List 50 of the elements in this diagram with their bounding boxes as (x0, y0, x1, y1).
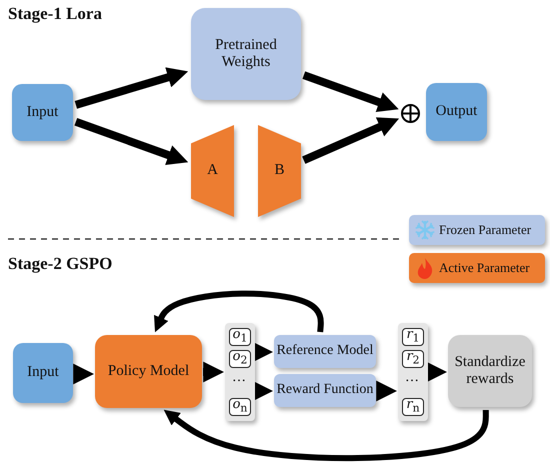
legend-label: Active Parameter (439, 260, 530, 276)
token-column-panel (398, 323, 428, 421)
token-symbol: o$_{2}$ (232, 350, 248, 368)
trapezoid-block (258, 125, 301, 217)
process-box (274, 335, 376, 368)
arrow (203, 362, 224, 382)
process-box (12, 84, 73, 141)
node-label: Reward Function (276, 382, 374, 399)
output-token-box (402, 398, 424, 416)
trapezoid-block (191, 125, 234, 217)
process-box (426, 83, 487, 141)
section-heading: Stage-1 Lora (8, 4, 102, 24)
section-heading: Stage-2 GSPO (8, 254, 112, 274)
arrow (376, 380, 397, 402)
arrow (302, 71, 399, 112)
ellipsis: … (405, 370, 419, 386)
token-symbol: o$_{n}$ (232, 398, 248, 416)
node-label: Output (436, 103, 478, 121)
ellipsis: … (232, 370, 246, 386)
token-symbol: o$_{1}$ (232, 328, 248, 346)
node-label: Input (26, 104, 58, 122)
token-column-panel (225, 323, 255, 421)
output-token-box (402, 350, 424, 368)
legend-label: Frozen Parameter (439, 222, 532, 238)
arrow (426, 362, 447, 382)
node-label: Reference Model (276, 343, 374, 360)
sum-symbol (401, 104, 420, 123)
node-label: A (207, 162, 218, 180)
token-symbol: r$_{1}$ (406, 328, 420, 346)
process-box (274, 374, 376, 407)
process-box (95, 335, 202, 408)
node-label: Input (27, 364, 59, 382)
output-token-box (229, 398, 251, 416)
node-label: B (274, 162, 284, 180)
arrow (302, 117, 400, 164)
arrow (73, 364, 94, 384)
output-token-box (402, 328, 424, 346)
process-box (13, 343, 73, 403)
process-box (448, 335, 532, 407)
feedback-arrow (164, 410, 489, 462)
token-symbol: r$_{2}$ (406, 350, 420, 368)
arrow (74, 118, 188, 165)
process-box (191, 8, 301, 100)
arrow (74, 67, 188, 109)
node-label: Standardize rewards (454, 354, 526, 388)
node-label: Pretrained Weights (214, 36, 278, 72)
output-token-box (229, 350, 251, 368)
output-token-box (229, 328, 251, 346)
node-label: Policy Model (108, 362, 190, 380)
token-symbol: r$_{n}$ (406, 398, 420, 416)
